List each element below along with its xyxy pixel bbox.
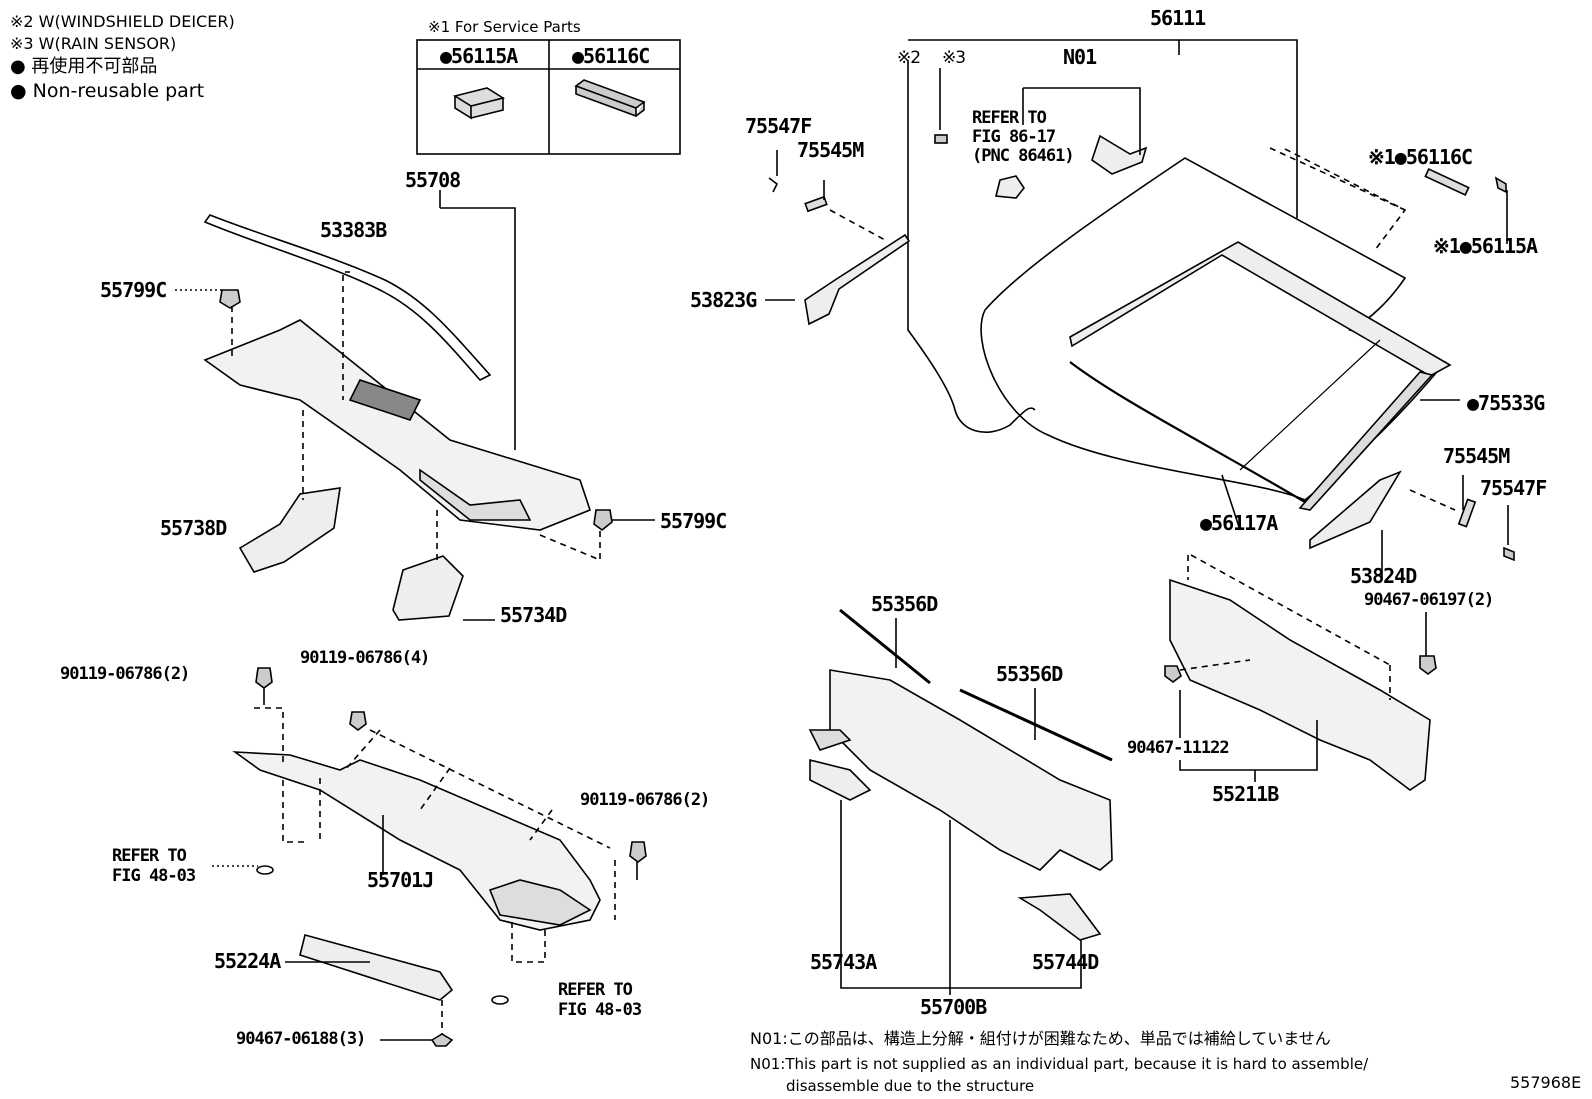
footnote-n01-jp: N01:この部品は、構造上分解・組付けが困難なため、単品では補給していません — [750, 1029, 1331, 1048]
part-55744D[interactable]: 55744D — [1032, 950, 1099, 974]
cowl-top-panel-art — [175, 190, 655, 621]
part-55224A[interactable]: 55224A — [214, 949, 281, 973]
figure-id: 557968E — [1510, 1073, 1582, 1092]
dash-panel-art — [808, 608, 1113, 995]
service-parts-box — [416, 39, 681, 155]
part-90467-06188[interactable]: 90467-06188(3) — [236, 1029, 366, 1049]
part-55701J[interactable]: 55701J — [367, 868, 434, 892]
part-75545M-left[interactable]: 75545M — [797, 138, 864, 162]
legend-rain-sensor: ※3 W(RAIN SENSOR) — [10, 34, 177, 53]
part-75547F-right[interactable]: 75547F — [1480, 476, 1547, 500]
refer-fig-86-17-line3[interactable]: (PNC 86461) — [972, 146, 1075, 166]
part-53823G[interactable]: 53823G — [690, 288, 757, 312]
part-55799C-lower[interactable]: 55799C — [660, 509, 727, 533]
footnote-n01-en-line2: disassemble due to the structure — [786, 1077, 1035, 1095]
footnote-n01-en-line1: N01:This part is not supplied as an indi… — [750, 1055, 1369, 1073]
refer-fig-48-03-right-line1[interactable]: REFER TO — [558, 980, 633, 1000]
part-55738D[interactable]: 55738D — [160, 516, 227, 540]
part-55356D-upper[interactable]: 55356D — [871, 592, 938, 616]
part-90119-06786-2-left[interactable]: 90119-06786(2) — [60, 664, 190, 684]
refer-fig-48-03-left-line1[interactable]: REFER TO — [112, 846, 187, 866]
part-55734D[interactable]: 55734D — [500, 603, 567, 627]
part-56117A[interactable]: ●56117A — [1200, 511, 1278, 535]
part-55700B[interactable]: 55700B — [920, 995, 987, 1019]
refer-fig-48-03-right-line2[interactable]: FIG 48-03 — [558, 1000, 642, 1020]
part-55211B[interactable]: 55211B — [1212, 782, 1279, 806]
legend-deicer: ※2 W(WINDSHIELD DEICER) — [10, 12, 235, 31]
part-56111[interactable]: 56111 — [1150, 6, 1206, 30]
part-55708[interactable]: 55708 — [405, 168, 461, 192]
part-75547F-left[interactable]: 75547F — [745, 114, 812, 138]
legend-non-reusable-en: ● Non-reusable part — [10, 80, 205, 102]
part-90467-06197[interactable]: 90467-06197(2) — [1364, 590, 1494, 610]
part-75545M-right[interactable]: 75545M — [1443, 444, 1510, 468]
part-75533G[interactable]: ●75533G — [1467, 391, 1545, 415]
part-55743A[interactable]: 55743A — [810, 950, 877, 974]
part-n01[interactable]: N01 — [1063, 45, 1097, 69]
cowl-inner-panel-art — [212, 667, 647, 1047]
part-90467-11122[interactable]: 90467-11122 — [1127, 738, 1230, 758]
refer-fig-48-03-left-line2[interactable]: FIG 48-03 — [112, 866, 196, 886]
part-55356D-lower[interactable]: 55356D — [996, 662, 1063, 686]
service-part-56115A[interactable]: ●56115A — [440, 44, 518, 68]
part-90119-06786-4[interactable]: 90119-06786(4) — [300, 648, 430, 668]
service-parts-title: ※1 For Service Parts — [428, 18, 581, 36]
part-53824D[interactable]: 53824D — [1350, 564, 1417, 588]
refer-fig-86-17-line1[interactable]: REFER TO — [972, 108, 1047, 128]
part-90119-06786-2-right[interactable]: 90119-06786(2) — [580, 790, 710, 810]
windshield-glass-art — [907, 39, 1460, 531]
refer-fig-86-17-line2[interactable]: FIG 86-17 — [972, 127, 1056, 147]
service-part-56116C[interactable]: ●56116C — [572, 44, 650, 68]
cowl-side-panel-art — [1164, 554, 1437, 791]
part-53383B[interactable]: 53383B — [320, 218, 387, 242]
side-molding-art — [765, 150, 1515, 578]
note-star2: ※2 — [897, 48, 921, 68]
part-55799C-upper[interactable]: 55799C — [100, 278, 167, 302]
part-56115A[interactable]: ※1●56115A — [1433, 234, 1538, 258]
part-56116C[interactable]: ※1●56116C — [1368, 145, 1473, 169]
legend-non-reusable-jp: ● 再使用不可部品 — [10, 56, 158, 77]
note-star3: ※3 — [942, 48, 966, 68]
